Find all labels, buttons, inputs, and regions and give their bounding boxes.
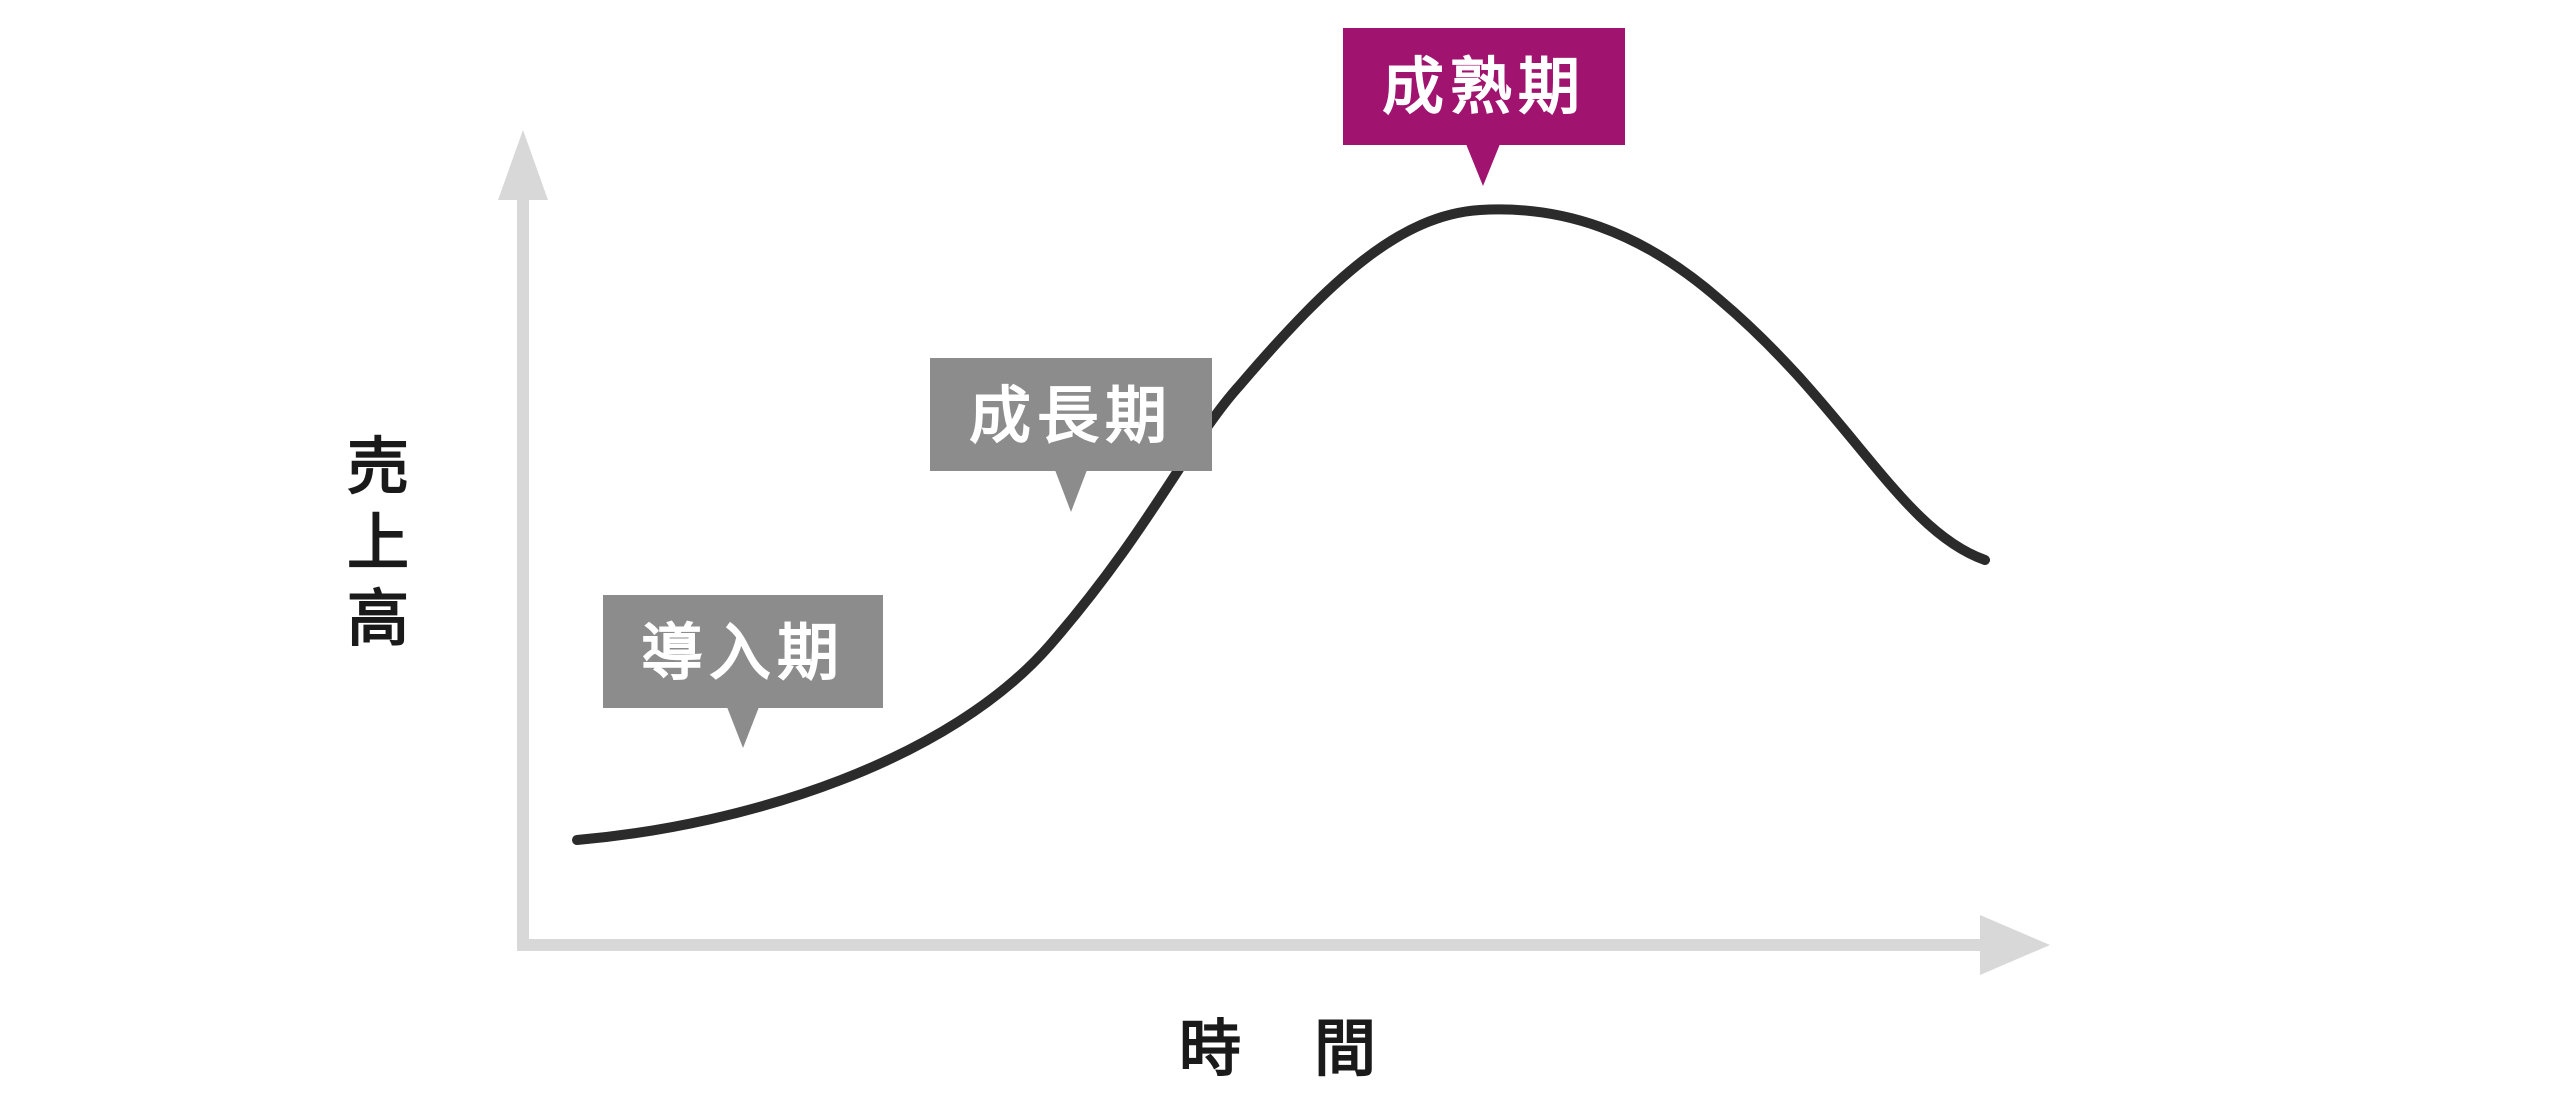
callout-introduction: 導入期 [603, 595, 883, 748]
callout-growth-box [930, 358, 1212, 471]
callout-growth-label: 成長期 [969, 379, 1173, 452]
callout-growth-pointer [1055, 470, 1087, 512]
y-axis-label: 売 上 高 [347, 430, 409, 655]
x-axis-arrow-icon [1980, 915, 2050, 975]
x-axis-label-char-2: 間 [1314, 1012, 1376, 1085]
callout-maturity: 成熟期 [1343, 28, 1625, 186]
lifecycle-curve [572, 204, 1990, 845]
y-axis-arrow-icon [498, 130, 548, 200]
x-axis [517, 915, 2050, 975]
callout-introduction-pointer [727, 707, 759, 748]
y-axis-label-char-1: 売 [347, 430, 409, 503]
y-axis-label-char-3: 高 [347, 582, 409, 655]
callout-maturity-pointer [1466, 144, 1500, 186]
callout-introduction-box [603, 595, 883, 708]
y-axis-label-char-2: 上 [347, 506, 409, 579]
callout-maturity-label: 成熟期 [1382, 50, 1586, 123]
y-axis [498, 130, 548, 945]
callout-growth: 成長期 [930, 358, 1212, 512]
callout-maturity-box [1343, 28, 1625, 145]
x-axis-label-char-1: 時 [1179, 1012, 1241, 1085]
callout-introduction-label: 導入期 [641, 616, 845, 689]
x-axis-label: 時 間 [1179, 1012, 1376, 1085]
